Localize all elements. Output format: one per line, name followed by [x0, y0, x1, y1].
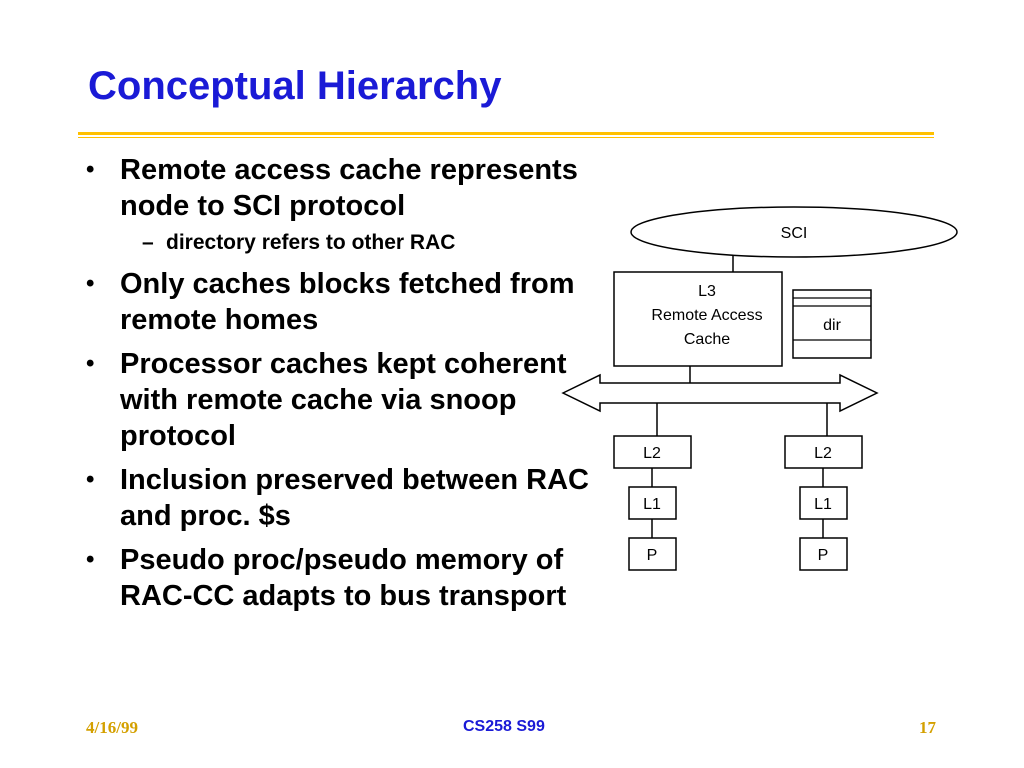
bus-arrow	[561, 373, 879, 413]
bullet-glyph: •	[86, 466, 95, 493]
bullet-text: Pseudo proc/pseudo memory of RAC-CC adap…	[120, 544, 567, 612]
sci-ellipse	[630, 206, 958, 258]
right-l2-label: L2	[814, 445, 832, 462]
title-underline-thin	[78, 137, 934, 138]
bullet-item: • Pseudo proc/pseudo memory of RAC-CC ad…	[86, 542, 606, 614]
bullet-item: • Inclusion preserved between RAC and pr…	[86, 462, 606, 534]
left-l2-box	[613, 435, 692, 469]
left-l1-box	[628, 486, 677, 520]
bullet-glyph: •	[86, 546, 95, 573]
dir-label: dir	[823, 317, 841, 334]
sub-bullet-item: – directory refers to other RAC	[86, 230, 606, 256]
bullet-glyph: •	[86, 270, 95, 297]
sub-bullet-glyph: –	[142, 231, 154, 254]
right-l2-box	[784, 435, 863, 469]
right-p-box	[799, 537, 848, 571]
l3-label-line3: Cache	[684, 331, 730, 348]
l3-label-line1: L3	[698, 283, 716, 300]
l3-box	[613, 271, 783, 367]
footer-page-number: 17	[919, 718, 936, 737]
bullet-item: • Remote access cache represents node to…	[86, 152, 606, 224]
bullet-list: • Remote access cache represents node to…	[86, 152, 606, 622]
left-l2-label: L2	[643, 445, 661, 462]
l3-label-line2: Remote Access	[651, 307, 762, 324]
right-l1-label: L1	[814, 496, 832, 513]
bullet-glyph: •	[86, 350, 95, 377]
bullet-text: Processor caches kept coherent with remo…	[120, 348, 567, 452]
bullet-text: Inclusion preserved between RAC and proc…	[120, 464, 589, 532]
left-l1-label: L1	[643, 496, 661, 513]
bullet-text: Only caches blocks fetched from remote h…	[120, 268, 575, 336]
bullet-item: • Processor caches kept coherent with re…	[86, 346, 606, 454]
slide-title: Conceptual Hierarchy	[88, 64, 502, 108]
bullet-item: • Only caches blocks fetched from remote…	[86, 266, 606, 338]
left-p-label: P	[647, 547, 658, 564]
sub-bullet-text: directory refers to other RAC	[166, 231, 456, 254]
bullet-glyph: •	[86, 156, 95, 183]
left-p-box	[628, 537, 677, 571]
footer-date: 4/16/99	[86, 718, 138, 737]
bullet-text: Remote access cache represents node to S…	[120, 154, 578, 222]
sci-label: SCI	[781, 225, 808, 242]
right-p-label: P	[818, 547, 829, 564]
title-underline	[78, 132, 934, 135]
directory-table	[792, 289, 872, 359]
footer-course: CS258 S99	[463, 718, 545, 735]
